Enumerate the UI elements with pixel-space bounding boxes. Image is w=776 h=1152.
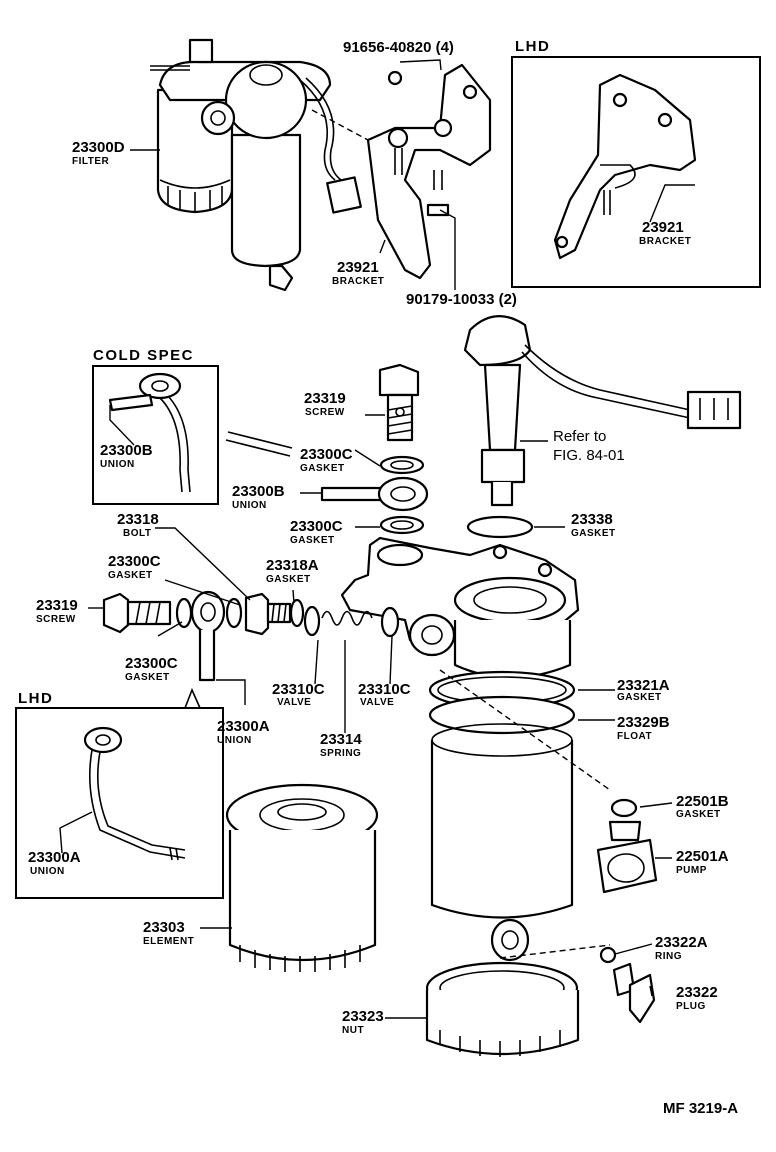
pump-drawing	[596, 820, 658, 894]
spring-drawing	[321, 610, 373, 626]
lhd-top-inset	[511, 56, 761, 288]
part-name-bracket-main: BRACKET	[332, 276, 384, 287]
part-number-23310c-a: 23310C	[272, 681, 325, 698]
part-number-22501b: 22501B	[676, 793, 729, 810]
part-number-23323: 23323	[342, 1008, 384, 1025]
part-number-23300a-lhd: 23300A	[28, 849, 81, 866]
screw-left-drawing	[102, 592, 172, 634]
part-name-gasket-23318a: GASKET	[266, 574, 311, 585]
gasket-left2	[225, 597, 243, 629]
part-name-pump: PUMP	[676, 865, 707, 876]
bracket-drawing	[311, 63, 492, 280]
part-number-23310c-b: 23310C	[358, 681, 411, 698]
part-number-23319-left: 23319	[36, 597, 78, 614]
reference-line2: FIG. 84-01	[553, 447, 625, 464]
part-name-gasket-mid: GASKET	[290, 535, 335, 546]
part-name-gasket-low: GASKET	[125, 672, 170, 683]
part-name-bracket-lhd: BRACKET	[639, 236, 691, 247]
part-number-23300b-cold: 23300B	[100, 442, 153, 459]
part-number-23338: 23338	[571, 511, 613, 528]
part-number-23329b: 23329B	[617, 714, 670, 731]
ring-23322a	[599, 946, 617, 964]
part-name-element: ELEMENT	[143, 936, 194, 947]
part-number-23921-main: 23921	[337, 259, 379, 276]
part-number-23322a: 23322A	[655, 934, 708, 951]
part-name-union-lhd: UNION	[30, 866, 65, 877]
plug-drawing	[612, 962, 656, 1024]
part-number-23300a-main: 23300A	[217, 718, 270, 735]
sensor-drawing	[463, 315, 742, 507]
part-name-screw-left: SCREW	[36, 614, 76, 625]
filter-head-drawing	[340, 536, 580, 679]
part-name-bolt: BOLT	[123, 528, 151, 539]
part-number-90179: 90179-10033 (2)	[406, 291, 517, 308]
part-name-ring: RING	[655, 951, 682, 962]
part-number-23300d: 23300D	[72, 139, 125, 156]
cold-spec-inset	[92, 365, 219, 505]
gasket-left	[175, 597, 193, 629]
part-name-union-main-a: UNION	[217, 735, 252, 746]
part-name-screw-top: SCREW	[305, 407, 345, 418]
filter-assembly-drawing	[150, 38, 362, 292]
part-name-valve-a: VALVE	[277, 697, 311, 708]
lhd-top-header: LHD	[515, 38, 550, 55]
screw-top-drawing	[378, 363, 420, 442]
leader-lines	[59, 59, 695, 1019]
gasket-22501b	[610, 798, 638, 818]
part-name-gasket-22501b: GASKET	[676, 809, 721, 820]
reference-line1: Refer to	[553, 428, 606, 445]
part-name-float: FLOAT	[617, 731, 652, 742]
bowl-drawing	[428, 669, 611, 962]
part-number-22501a: 22501A	[676, 848, 729, 865]
part-name-gasket-top: GASKET	[300, 463, 345, 474]
part-name-gasket-23338: GASKET	[571, 528, 616, 539]
valve-a	[303, 605, 321, 637]
part-name-nut: NUT	[342, 1025, 364, 1036]
nut-drawing	[425, 961, 580, 1057]
part-name-union-main: UNION	[232, 500, 267, 511]
part-number-23300c-mid: 23300C	[290, 518, 343, 535]
figure-id: MF 3219-A	[663, 1100, 738, 1117]
valve-b	[380, 606, 400, 638]
lhd-bottom-inset	[15, 707, 224, 899]
part-number-23300c-top: 23300C	[300, 446, 353, 463]
part-name-spring: SPRING	[320, 748, 361, 759]
element-drawing	[225, 783, 379, 972]
part-labels: 91656-40820 (4) LHD 23300D FILTER 23921 …	[18, 38, 738, 1117]
part-number-91656: 91656-40820 (4)	[343, 39, 454, 56]
union-left-drawing	[190, 590, 226, 682]
part-name-union-cold: UNION	[100, 459, 135, 470]
gasket-top	[379, 455, 425, 475]
part-number-23318a: 23318A	[266, 557, 319, 574]
part-number-23314: 23314	[320, 731, 362, 748]
part-name-plug: PLUG	[676, 1001, 706, 1012]
gasket-mid	[379, 515, 425, 535]
lhd-bottom-header: LHD	[18, 690, 53, 707]
part-number-23300b-main: 23300B	[232, 483, 285, 500]
part-name-valve-b: VALVE	[360, 697, 394, 708]
part-name-gasket-23321a: GASKET	[617, 692, 662, 703]
bolt-23318-drawing	[244, 592, 292, 636]
part-number-23322: 23322	[676, 984, 718, 1001]
part-number-23921-lhd: 23921	[642, 219, 684, 236]
gasket-23318a	[289, 598, 305, 628]
gasket-23338	[466, 515, 534, 539]
part-number-23300c-low: 23300C	[125, 655, 178, 672]
part-number-23318: 23318	[117, 511, 159, 528]
part-number-23319-top: 23319	[304, 390, 346, 407]
cold-spec-header: COLD SPEC	[93, 347, 194, 364]
part-number-23303: 23303	[143, 919, 185, 936]
union-main-drawing	[320, 476, 429, 512]
part-number-23300c-left: 23300C	[108, 553, 161, 570]
part-name-filter: FILTER	[72, 156, 110, 167]
part-number-23321a: 23321A	[617, 677, 670, 694]
part-name-gasket-left: GASKET	[108, 570, 153, 581]
